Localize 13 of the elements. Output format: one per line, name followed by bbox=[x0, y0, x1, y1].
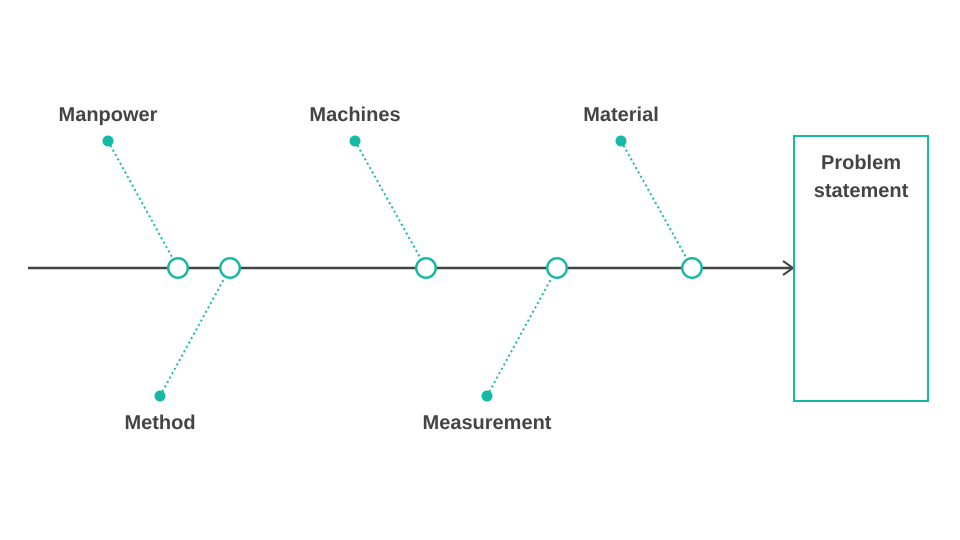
cause-label: Measurement bbox=[422, 411, 552, 435]
leader-line bbox=[616, 136, 688, 259]
leader-line bbox=[102, 136, 174, 259]
cause-label: Method bbox=[124, 411, 196, 435]
leader-line bbox=[482, 277, 553, 402]
spine-arrow bbox=[28, 260, 794, 276]
leader-line bbox=[350, 136, 422, 259]
cause-label: Material bbox=[583, 103, 659, 127]
cause-label: Machines bbox=[309, 103, 401, 127]
cause-label: Manpower bbox=[58, 103, 158, 127]
leader-line bbox=[154, 277, 226, 402]
problem-text: Problem statement bbox=[812, 151, 910, 204]
problem-box bbox=[793, 135, 929, 402]
